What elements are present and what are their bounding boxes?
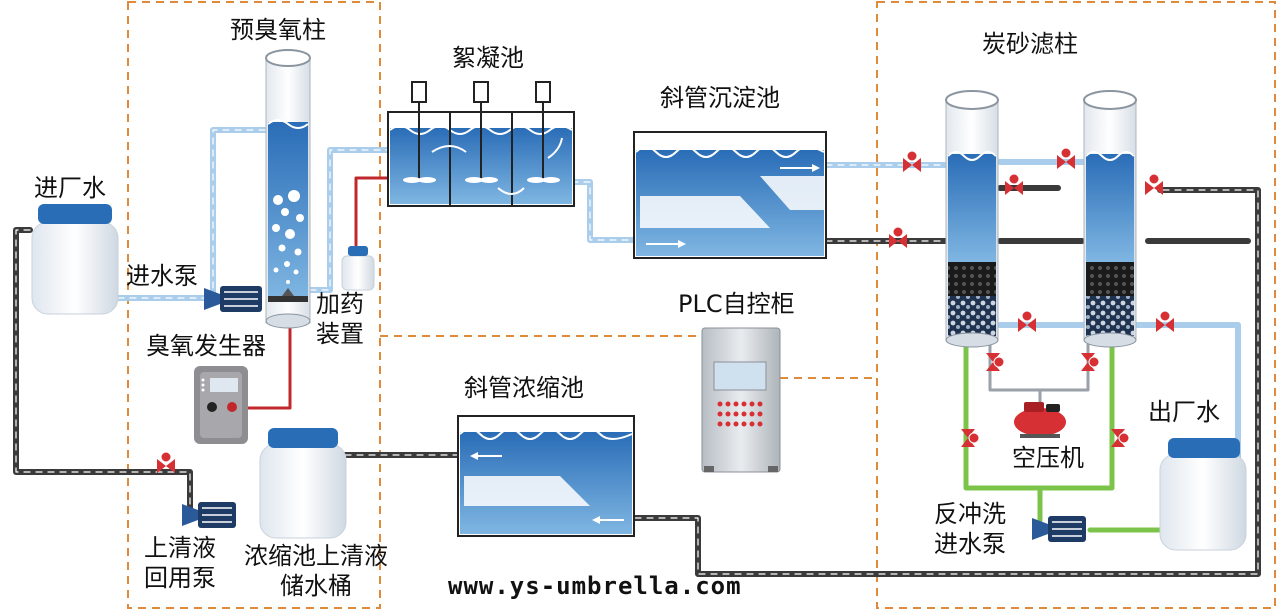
- valve-icon: [986, 353, 1005, 371]
- dosing-pipe: [246, 176, 392, 410]
- inclined-settling-tank: [633, 131, 827, 259]
- clear-water-pipe-dashes: [117, 129, 949, 301]
- backwash-pipe: [963, 342, 1168, 533]
- mixer-motors: [411, 81, 551, 103]
- carbon-sand-filter-right: [1083, 90, 1137, 348]
- label-inclined-settling-tank: 斜管沉淀池: [660, 84, 780, 112]
- flow-arrows: [431, 137, 563, 195]
- supernatant-storage-tank: [259, 428, 347, 539]
- label-supernatant-pump-line1: 上清液: [144, 534, 216, 562]
- label-inclined-thickener: 斜管浓缩池: [464, 374, 584, 402]
- valve-icon: [1156, 310, 1174, 332]
- label-treated-water: 出厂水: [1148, 398, 1220, 426]
- label-ozone-generator: 臭氧发生器: [146, 332, 266, 360]
- label-dosing-device-line2: 装置: [316, 320, 364, 348]
- label-dosing-device-line1: 加药: [316, 290, 364, 318]
- watermark: www.ys-umbrella.com: [448, 572, 742, 600]
- valves: [157, 147, 1174, 473]
- pre-ozone-column: [265, 49, 311, 329]
- inclined-thickener: [457, 415, 635, 537]
- supernatant-reuse-pump: [182, 502, 236, 528]
- pretreatment-boundary: [127, 1, 381, 609]
- air-compressor: [1014, 402, 1066, 438]
- plc-buttons: [717, 401, 763, 427]
- valve-icon: [1081, 353, 1100, 371]
- label-raw-water: 进厂水: [34, 174, 106, 202]
- label-pre-ozone-column: 预臭氧柱: [230, 16, 326, 44]
- valve-icon: [157, 451, 175, 473]
- valve-icon: [1005, 173, 1023, 195]
- valve-icon: [1018, 310, 1036, 332]
- ozone-generator: [194, 366, 248, 444]
- valve-icon: [961, 429, 980, 447]
- label-plc-cabinet: PLC自控柜: [678, 290, 795, 318]
- label-supernatant-pump-line2: 回用泵: [144, 564, 216, 592]
- mixer-blades: [403, 177, 560, 183]
- label-carbon-sand-filter: 炭砂滤柱: [982, 30, 1078, 58]
- valve-icon: [889, 226, 907, 248]
- valve-icon: [1057, 147, 1075, 169]
- dark-return-pipe-dashes: [15, 189, 1259, 575]
- ozone-bubbles: [272, 190, 304, 284]
- valve-icon: [1111, 429, 1130, 447]
- filtration-boundary: [876, 1, 1276, 609]
- label-inlet-pump: 进水泵: [126, 262, 198, 290]
- raw-water-tank: [31, 204, 119, 315]
- label-backwash-pump-line1: 反冲洗: [934, 500, 1006, 528]
- label-backwash-pump-line2: 进水泵: [934, 530, 1006, 558]
- label-supernatant-tank-line2: 储水桶: [280, 572, 352, 600]
- mixer-shafts: [418, 102, 544, 180]
- backwash-pump: [1032, 516, 1086, 542]
- process-boundaries: [127, 1, 1276, 609]
- dosing-device: [341, 246, 375, 291]
- label-supernatant-tank-line1: 浓缩池上清液: [244, 542, 388, 570]
- inlet-pump: [204, 286, 262, 312]
- flocculation-tank: [387, 81, 575, 207]
- carbon-sand-filter-left: [945, 90, 999, 348]
- plc-cabinet: [701, 327, 781, 473]
- air-pipe: [988, 343, 1090, 404]
- labels: 进厂水 进水泵 预臭氧柱 臭氧发生器 加药 装置 絮凝池 斜管沉淀池 炭砂滤柱 …: [34, 16, 1220, 600]
- valve-icon: [1145, 173, 1163, 195]
- label-air-compressor: 空压机: [1012, 444, 1084, 472]
- valve-icon: [903, 150, 921, 172]
- label-flocculation-tank: 絮凝池: [452, 44, 524, 72]
- treated-water-tank: [1159, 438, 1247, 551]
